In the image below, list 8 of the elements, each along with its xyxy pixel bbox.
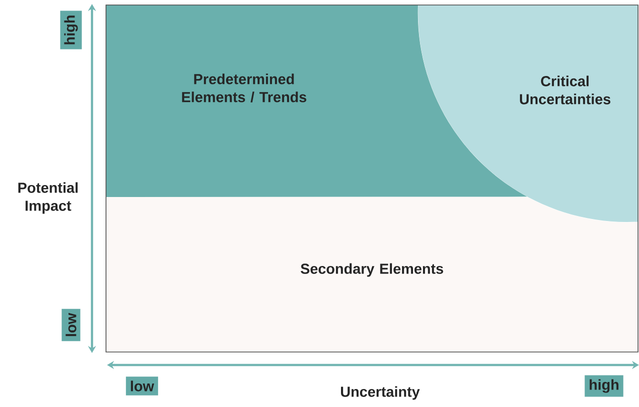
scale-tag: low	[126, 376, 158, 396]
axis-title: Potential Impact	[18, 182, 78, 214]
scale-tag: high	[584, 375, 624, 397]
quadrant-region: Critical Uncertainties	[418, 4, 638, 222]
scale-tag: low	[62, 308, 80, 342]
axis-title: Uncertainty	[341, 386, 420, 400]
quadrant-region: Secondary Elements	[106, 197, 638, 352]
scale-tag: high	[60, 10, 82, 50]
